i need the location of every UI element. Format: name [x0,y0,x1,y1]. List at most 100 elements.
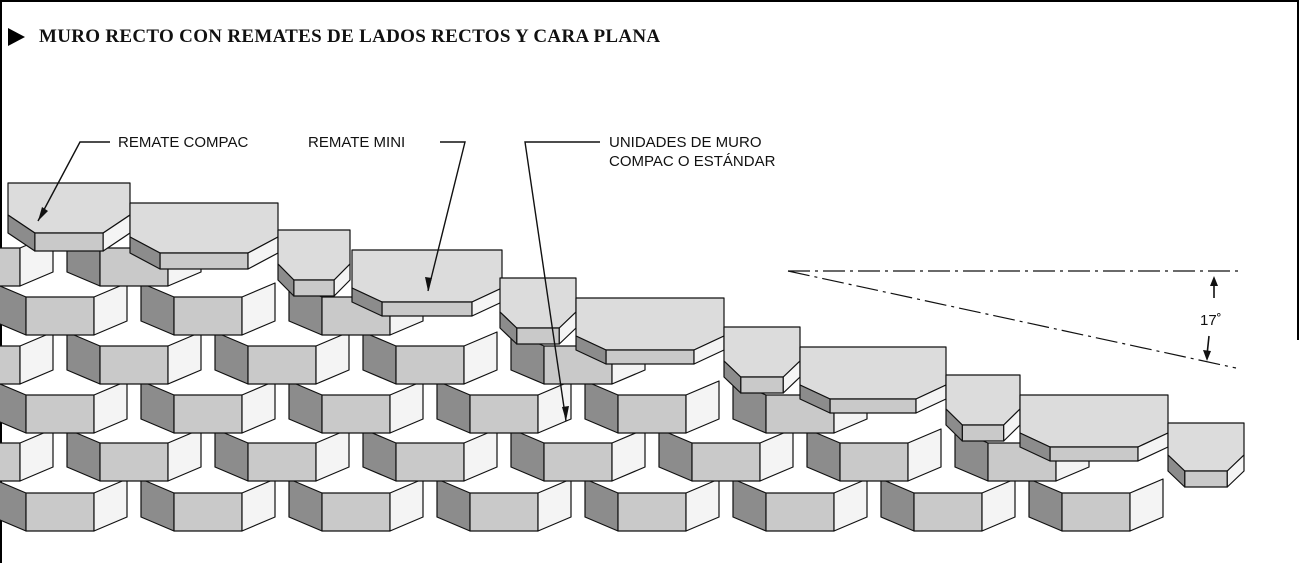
unit-front-face [543,442,613,482]
unit-left-side [362,331,397,385]
unit-front-face [617,492,687,532]
cap-unit-compac [499,277,577,345]
leader-remate-mini [425,141,466,292]
cap-left-bevel [945,408,963,442]
cap-top-surface [351,249,503,303]
leader-unidades [524,141,600,422]
cap-front-face [829,398,917,414]
cap-left-bevel [129,236,161,270]
cap-unit-compac [1167,422,1245,488]
unit-right-side [907,428,942,482]
wall-unit [214,331,350,385]
unit-left-side [288,478,323,532]
cap-unit-compac [129,202,279,270]
unit-front-face [617,394,687,434]
cap-top-surface [723,326,801,378]
wall-unit [66,331,202,385]
unit-right-side [685,380,720,434]
unit-front-face [25,394,95,434]
unit-right-side [463,428,498,482]
unit-front-face [0,345,21,385]
wall-unit [510,428,646,482]
wall-unit [0,428,54,482]
cap-top-surface [1019,394,1169,448]
unit-front-face [25,492,95,532]
unit-front-face [469,394,539,434]
wall-unit [584,478,720,532]
cap-right-bevel [333,263,351,297]
wall-unit [732,478,868,532]
label-remate-compac: REMATE COMPAC [118,134,248,151]
arrowhead-icon [38,207,48,221]
cap-top-surface [575,297,725,351]
cap-unit-compac [799,346,947,414]
wall-unit [436,380,572,434]
cap-unit-compac [723,326,801,394]
unit-right-side [537,380,572,434]
cap-left-bevel [575,335,607,365]
unit-front-face [0,247,21,287]
cap-unit-mini [351,249,503,317]
unit-left-side [658,428,693,482]
unit-right-side [167,331,202,385]
cap-front-face [293,279,335,297]
cap-front-face [34,232,104,252]
cap-left-bevel [277,263,295,297]
unit-right-side [833,478,868,532]
unit-left-side [0,285,27,336]
unit-right-side [19,428,54,482]
cap-top-surface [277,229,351,281]
wall-unit [140,282,276,336]
cap-top-surface [499,277,577,329]
unit-left-side [806,428,841,482]
wall-unit [288,380,424,434]
wall-unit [66,428,202,482]
unit-right-side [241,478,276,532]
unit-right-side [315,331,350,385]
cap-front-face [159,252,249,270]
wall-unit [658,428,794,482]
angle-label: 17˚ [1200,312,1222,329]
cap-unit-compac [7,182,131,252]
unit-left-side [140,282,175,336]
cap-top-surface [129,202,279,254]
wall-unit [436,478,572,532]
unit-left-side [436,478,471,532]
wall-unit [0,380,128,434]
unit-front-face [247,345,317,385]
cap-right-bevel [1226,454,1245,488]
unit-left-side [1028,478,1063,532]
unit-right-side [537,478,572,532]
unit-front-face [839,442,909,482]
cap-unit-compac [945,374,1021,442]
title-text: MURO RECTO CON REMATES DE LADOS RECTOS Y… [39,26,661,47]
unit-front-face [173,394,243,434]
unit-right-side [463,331,498,385]
cap-left-bevel [723,360,742,394]
cap-left-bevel [1019,432,1051,462]
cap-left-bevel [1167,454,1186,488]
arrow-down-icon [1203,350,1211,361]
unit-left-side [140,380,175,434]
unit-front-face [99,345,169,385]
title-arrow-icon [8,28,25,46]
unit-left-side [880,478,915,532]
unit-front-face [395,442,465,482]
unit-left-side [732,478,767,532]
unit-front-face [173,296,243,336]
unit-left-side [510,428,545,482]
cap-top-surface [945,374,1021,426]
cap-left-bevel [7,214,36,252]
unit-right-side [19,331,54,385]
label-remate-mini: REMATE MINI [308,134,405,151]
wall-unit [214,428,350,482]
cap-units [7,182,1245,488]
unit-front-face [247,442,317,482]
wall-unit [362,428,498,482]
unit-front-face [691,442,761,482]
cap-front-face [605,349,695,365]
leader-remate-compac [37,141,110,222]
unit-left-side [288,380,323,434]
unit-left-side [436,380,471,434]
